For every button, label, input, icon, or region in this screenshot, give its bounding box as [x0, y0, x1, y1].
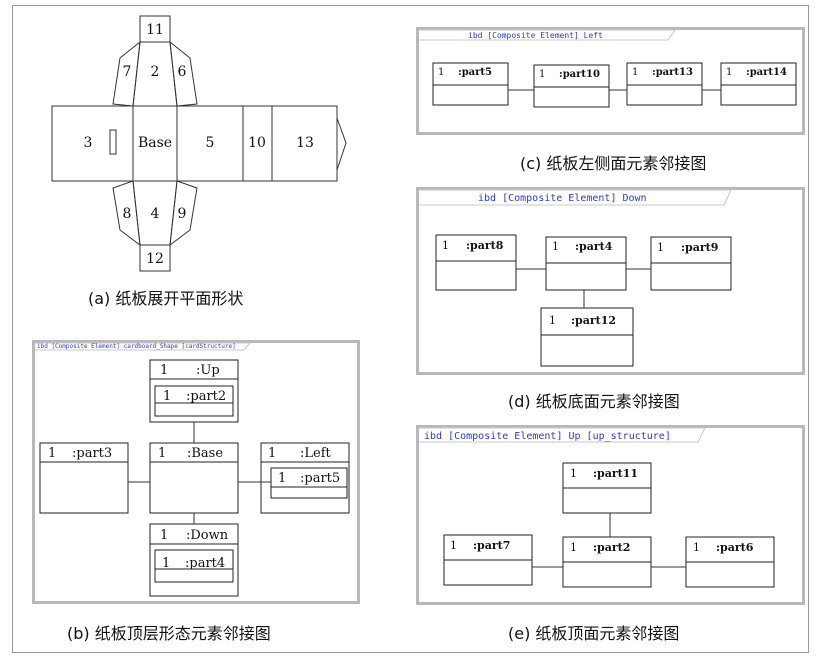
block-e-part2-name: :part2 [593, 541, 630, 554]
figure-frame [12, 5, 809, 653]
block-base-mult: 1 [158, 446, 166, 461]
caption-c: (c) 纸板左侧面元素邻接图 [520, 154, 707, 173]
cardboard-net: 11 7 2 6 3 Base 5 10 13 8 4 9 12 [51, 15, 347, 272]
face-9-label: 9 [178, 206, 187, 222]
block-part3 [39, 442, 129, 514]
face-11-label: 11 [146, 22, 164, 38]
face-4-label: 4 [151, 206, 160, 222]
block-e-part7-mult: 1 [450, 539, 457, 552]
face-10-label: 10 [248, 135, 266, 151]
face-2-label: 2 [151, 64, 160, 80]
block-part3-name: :part3 [72, 446, 112, 461]
block-e-part6-mult: 1 [693, 541, 700, 554]
face-6-label: 6 [178, 64, 187, 80]
block-e-part7-name: :part7 [473, 539, 510, 552]
block-e-part6-name: :part6 [716, 541, 754, 554]
block-base-name: :Base [187, 446, 223, 461]
block-d-part9-name: :part9 [681, 241, 718, 254]
caption-d: (d) 纸板底面元素邻接图 [508, 392, 680, 411]
block-c-part14-mult: 1 [726, 67, 732, 78]
caption-b: (b) 纸板顶层形态元素邻接图 [67, 624, 271, 643]
block-left-inner-name: :part5 [300, 471, 340, 486]
block-up-inner-name: :part2 [186, 389, 226, 404]
face-8-label: 8 [123, 206, 132, 222]
diagram-c-header: ibd [Composite Element] Left [468, 31, 603, 40]
diagram-d-header: ibd [Composite Element] Down [478, 193, 647, 204]
block-left-name: :Left [300, 446, 332, 461]
block-up-name: :Up [196, 363, 220, 378]
face-12-label: 12 [146, 251, 164, 267]
block-c-part10-mult: 1 [539, 69, 545, 80]
block-c-part13-name: :part13 [652, 67, 693, 78]
block-down-inner-mult: 1 [162, 556, 170, 571]
block-left-mult: 1 [268, 446, 276, 461]
diagram-e-header: ibd [Composite Element] Up [up_structure… [424, 431, 671, 442]
block-c-part13-mult: 1 [632, 67, 638, 78]
caption-e: (e) 纸板顶面元素邻接图 [508, 624, 680, 643]
block-c-part5-mult: 1 [438, 67, 444, 78]
block-down-name: :Down [186, 528, 229, 543]
block-d-part8 [435, 234, 517, 291]
block-up-inner-mult: 1 [163, 389, 171, 404]
block-c-part5-name: :part5 [458, 67, 492, 78]
block-c-part5 [432, 62, 509, 106]
block-d-part4-mult: 1 [552, 240, 559, 253]
block-c-part13 [626, 62, 703, 106]
block-d-part12-name: :part12 [571, 314, 616, 327]
block-d-part12 [540, 307, 634, 367]
block-d-part4-name: :part4 [575, 240, 613, 253]
block-base [149, 442, 239, 514]
face-5-label: 5 [206, 135, 215, 151]
block-e-part11-name: :part11 [593, 467, 638, 480]
block-d-part12-mult: 1 [549, 314, 556, 327]
caption-a: (a) 纸板展开平面形状 [88, 289, 244, 308]
face-base-label: Base [138, 135, 172, 151]
block-down-mult: 1 [160, 528, 168, 543]
block-c-part14 [720, 62, 797, 106]
face-3-label: 3 [84, 135, 93, 151]
block-d-part8-name: :part8 [466, 239, 504, 252]
block-e-part2-mult: 1 [570, 541, 577, 554]
block-c-part10 [533, 64, 610, 108]
block-c-part14-name: :part14 [746, 67, 787, 78]
block-up-mult: 1 [160, 363, 168, 378]
block-c-part10-name: :part10 [559, 69, 600, 80]
face-7-label: 7 [123, 64, 132, 80]
block-e-part11-mult: 1 [570, 467, 577, 480]
block-down-inner-name: :part4 [185, 556, 225, 571]
face-13-label: 13 [296, 135, 314, 151]
diagram-b-header: ibd [Composite Element] cardboard_Shape … [37, 343, 236, 350]
block-left-inner-mult: 1 [278, 471, 286, 486]
block-part3-mult: 1 [48, 446, 56, 461]
block-d-part8-mult: 1 [442, 239, 449, 252]
block-d-part9-mult: 1 [657, 241, 664, 254]
